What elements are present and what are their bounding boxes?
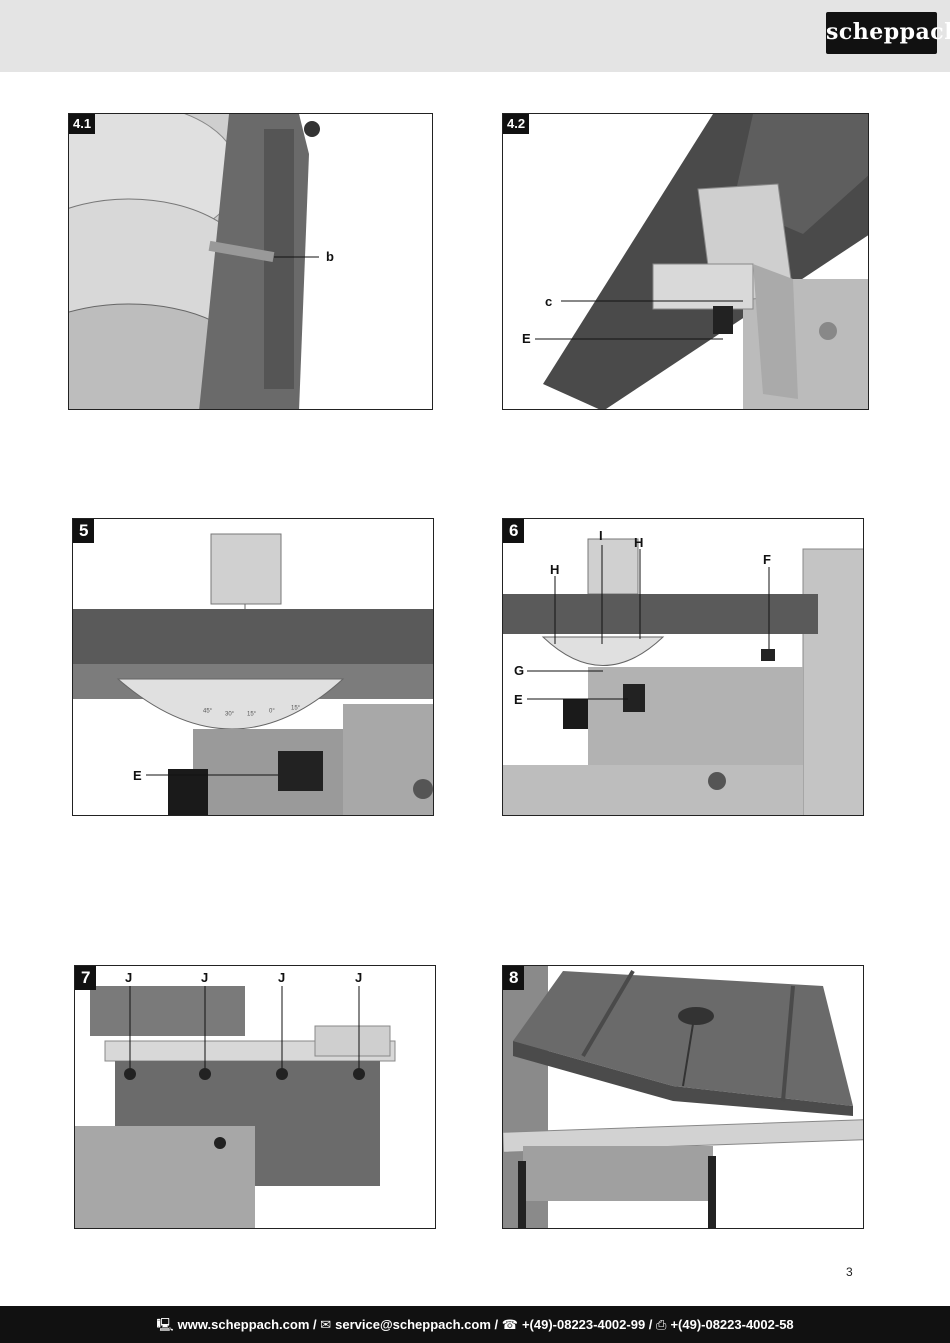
header-bar: scheppach bbox=[0, 0, 950, 72]
footer-fax: +(49)-08223-4002-58 bbox=[670, 1317, 794, 1332]
separator: / bbox=[645, 1317, 657, 1332]
scale-tick-label: 30° bbox=[225, 712, 235, 718]
computer-icon: 🖳 bbox=[156, 1317, 174, 1332]
figure-7: 7 J J J J bbox=[74, 965, 436, 1229]
label-j-4: J bbox=[355, 970, 363, 985]
scale-tick-label: 15° bbox=[247, 712, 257, 718]
figure-8: 8 bbox=[502, 965, 864, 1229]
mail-icon: ✉ bbox=[320, 1317, 332, 1332]
fax-icon: ⎙ bbox=[656, 1317, 667, 1332]
label-g: G bbox=[514, 663, 525, 678]
photo-4-1 bbox=[69, 114, 320, 409]
label-j-1: J bbox=[125, 970, 133, 985]
label-b: b bbox=[326, 249, 334, 264]
label-i: I bbox=[599, 528, 603, 543]
label-c: c bbox=[545, 294, 553, 309]
figure-6: 6 I H H F G E bbox=[502, 518, 864, 816]
label-j-2: J bbox=[201, 970, 209, 985]
label-e: E bbox=[133, 768, 142, 783]
label-h-right: H bbox=[634, 535, 644, 550]
photo-8 bbox=[503, 966, 863, 1228]
scale-tick-label: 45° bbox=[203, 709, 213, 715]
figure-number: 4.1 bbox=[69, 114, 96, 134]
separator: / bbox=[309, 1317, 321, 1332]
photo-7 bbox=[75, 986, 396, 1228]
photo-5: 45° 30° 15° 0° 15° bbox=[73, 533, 433, 815]
label-e: E bbox=[522, 331, 531, 346]
figure-4-1: 4.1 b bbox=[68, 113, 433, 410]
separator: / bbox=[490, 1317, 502, 1332]
scale-tick-label: 15° bbox=[291, 706, 301, 712]
figure-number: 4.2 bbox=[503, 114, 530, 134]
figure-5: 5 45° 30° 15° 0° 15° E bbox=[72, 518, 434, 816]
phone-icon: ☎ bbox=[501, 1317, 518, 1332]
footer-phone: +(49)-08223-4002-99 bbox=[521, 1317, 646, 1332]
figure-number: 8 bbox=[503, 966, 525, 990]
footer-contact-bar: 🖳www.scheppach.com / ✉service@scheppach.… bbox=[0, 1306, 950, 1343]
figure-number: 6 bbox=[503, 519, 525, 543]
footer-website[interactable]: www.scheppach.com bbox=[177, 1317, 310, 1332]
footer-email[interactable]: service@scheppach.com bbox=[335, 1317, 491, 1332]
photo-6 bbox=[503, 538, 863, 815]
figure-number: 7 bbox=[75, 966, 97, 990]
scheppach-logo: scheppach bbox=[826, 12, 950, 54]
photo-4-2 bbox=[535, 114, 868, 409]
figure-4-2: 4.2 c E bbox=[502, 113, 869, 410]
scale-tick-label: 0° bbox=[269, 709, 275, 715]
label-h-left: H bbox=[550, 562, 560, 577]
label-j-3: J bbox=[278, 970, 286, 985]
label-f: F bbox=[763, 552, 771, 567]
page-number: 3 bbox=[846, 1265, 853, 1279]
figure-number: 5 bbox=[73, 519, 95, 543]
label-e: E bbox=[514, 692, 523, 707]
